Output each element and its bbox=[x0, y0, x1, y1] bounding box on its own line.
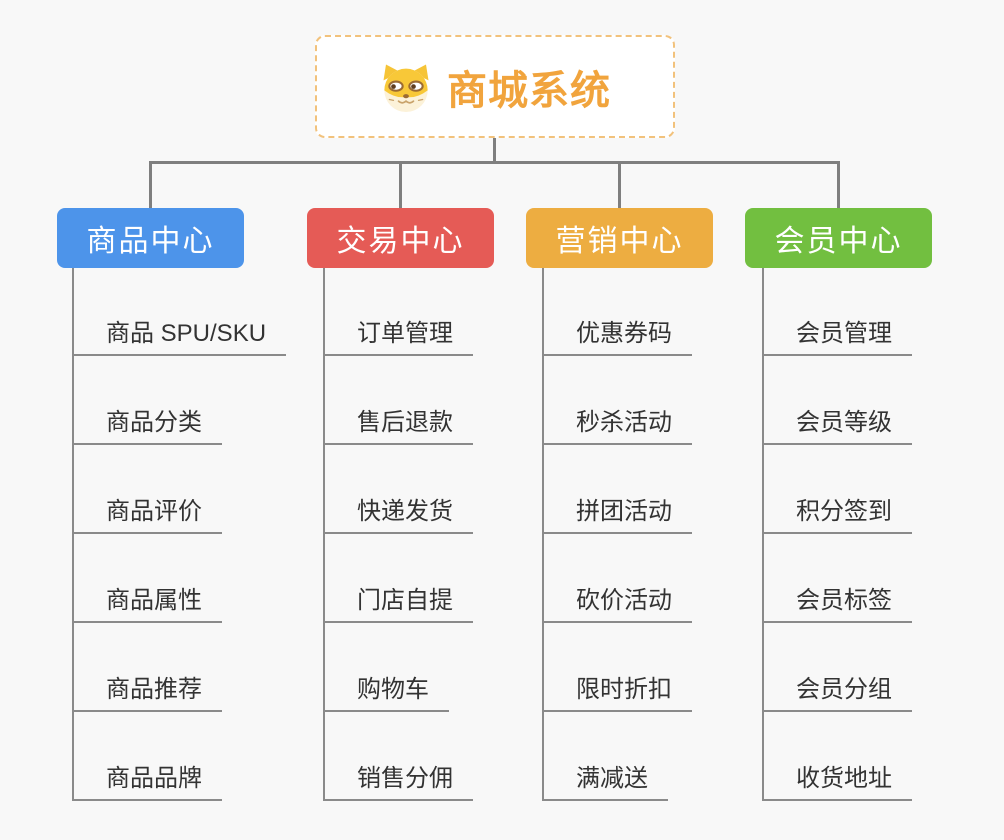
root-topic-title: 商城系统 bbox=[447, 68, 611, 113]
root-topic[interactable]: 商城系统 bbox=[315, 35, 675, 138]
subtopic-order-management[interactable]: 订单管理 bbox=[323, 321, 473, 356]
subtopic-product-review[interactable]: 商品评价 bbox=[72, 499, 222, 534]
subtopic-member-management[interactable]: 会员管理 bbox=[762, 321, 912, 356]
branch-spine-member bbox=[762, 268, 764, 801]
subtopic-shopping-cart[interactable]: 购物车 bbox=[323, 677, 449, 712]
branch-node-marketing-center[interactable]: 营销中心 bbox=[526, 208, 713, 268]
subtopic-member-tag[interactable]: 会员标签 bbox=[762, 588, 912, 623]
subtopic-product-spu-sku[interactable]: 商品 SPU/SKU bbox=[72, 321, 287, 356]
connector-drop-marketing bbox=[618, 161, 621, 208]
branch-spine-product bbox=[72, 268, 74, 801]
subtopic-product-category[interactable]: 商品分类 bbox=[72, 410, 222, 445]
subtopic-sales-commission[interactable]: 销售分佣 bbox=[323, 766, 473, 801]
branch-spine-marketing bbox=[542, 268, 544, 801]
subtopic-product-attribute[interactable]: 商品属性 bbox=[72, 588, 222, 623]
subtopic-store-pickup[interactable]: 门店自提 bbox=[323, 588, 473, 623]
branch-node-product-center[interactable]: 商品中心 bbox=[57, 208, 244, 268]
subtopic-bargain-activity[interactable]: 砍价活动 bbox=[542, 588, 692, 623]
subtopic-express-delivery[interactable]: 快递发货 bbox=[323, 499, 473, 534]
branch-spine-trade bbox=[323, 268, 325, 801]
subtopic-member-level[interactable]: 会员等级 bbox=[762, 410, 912, 445]
connector-drop-trade bbox=[399, 161, 402, 208]
subtopic-product-recommend[interactable]: 商品推荐 bbox=[72, 677, 222, 712]
subtopic-shipping-address[interactable]: 收货地址 bbox=[762, 766, 912, 801]
subtopic-flash-sale[interactable]: 秒杀活动 bbox=[542, 410, 692, 445]
subtopic-full-reduction[interactable]: 满减送 bbox=[542, 766, 668, 801]
subtopic-aftersale-refund[interactable]: 售后退款 bbox=[323, 410, 473, 445]
subtopic-coupon-code[interactable]: 优惠券码 bbox=[542, 321, 692, 356]
subtopic-group-buy[interactable]: 拼团活动 bbox=[542, 499, 692, 534]
connector-drop-member bbox=[837, 161, 840, 208]
subtopic-points-checkin[interactable]: 积分签到 bbox=[762, 499, 912, 534]
subtopic-product-brand[interactable]: 商品品牌 bbox=[72, 766, 222, 801]
connector-bus bbox=[149, 161, 840, 164]
branch-node-member-center[interactable]: 会员中心 bbox=[745, 208, 932, 268]
subtopic-limited-time-discount[interactable]: 限时折扣 bbox=[542, 677, 692, 712]
dog-icon bbox=[379, 62, 433, 112]
connector-root-stem bbox=[493, 138, 496, 164]
branch-node-trade-center[interactable]: 交易中心 bbox=[307, 208, 494, 268]
connector-drop-product bbox=[149, 161, 152, 208]
subtopic-member-group[interactable]: 会员分组 bbox=[762, 677, 912, 712]
